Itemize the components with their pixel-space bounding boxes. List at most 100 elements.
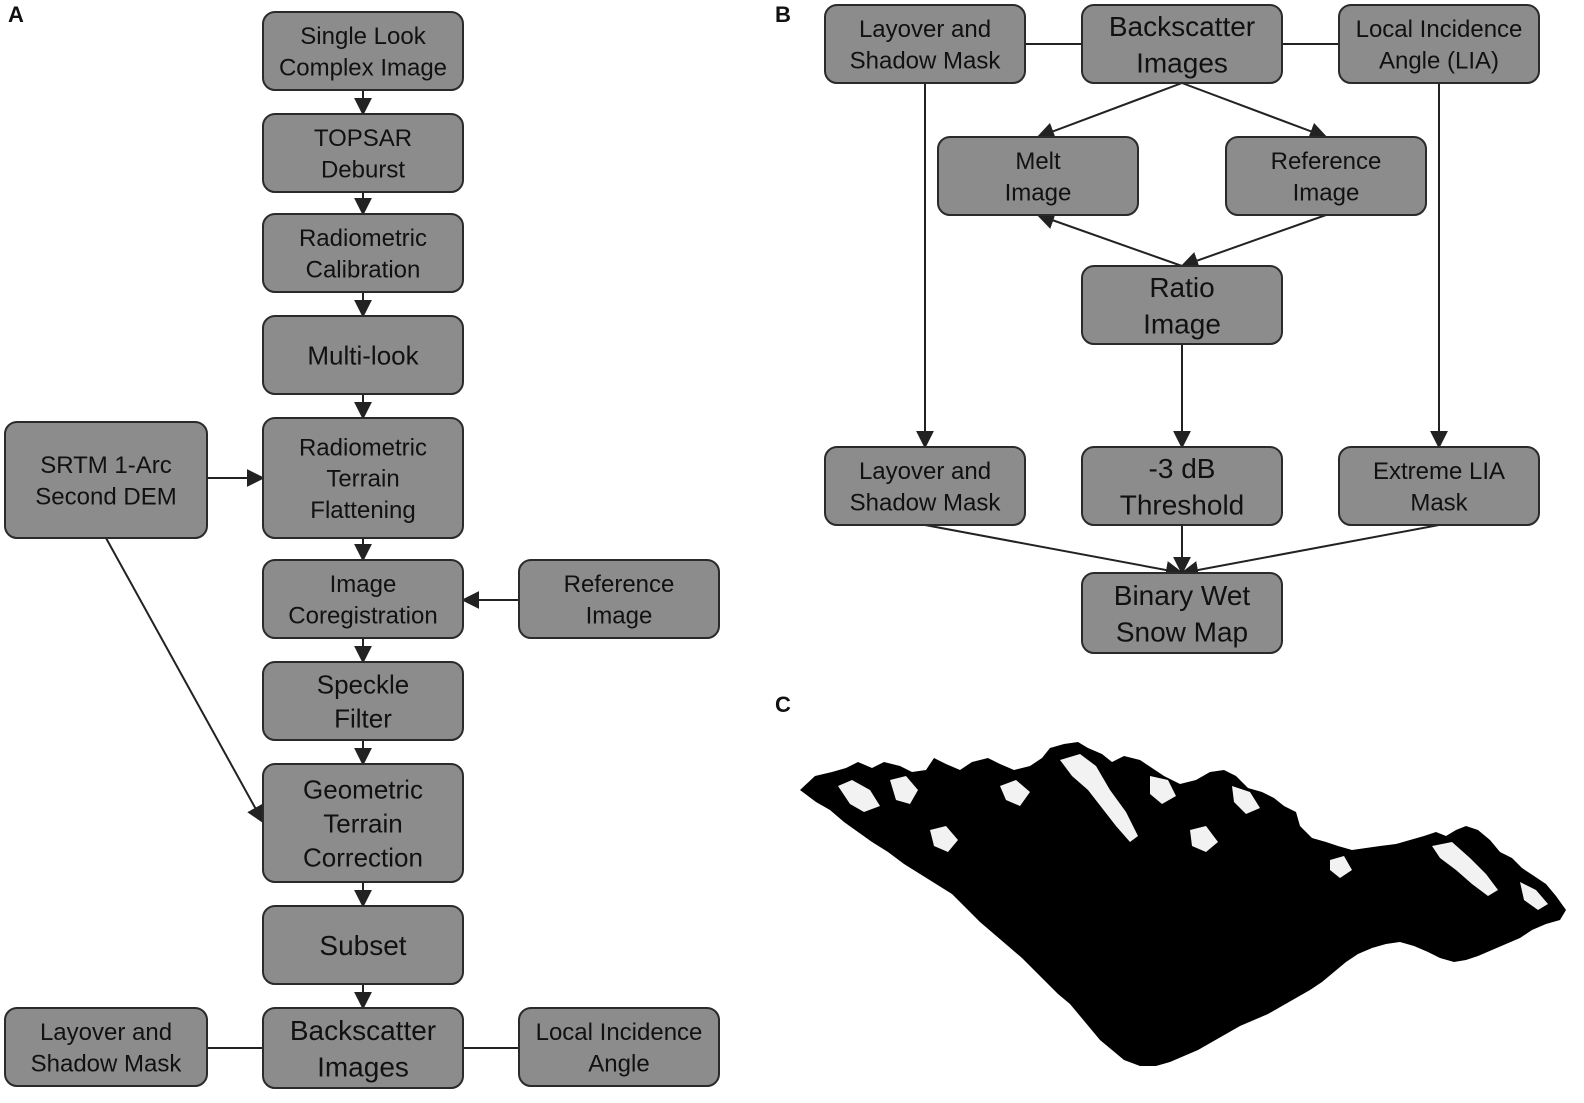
panel-a-node-label: Speckle: [317, 670, 410, 700]
panel-b-node-label: Shadow Mask: [850, 489, 1002, 516]
panel-a-node-label: Reference: [564, 571, 675, 598]
panel-a-node-box: [262, 905, 464, 985]
panel-a-node-box: [262, 1007, 464, 1089]
panel-a-node-label: Coregistration: [288, 602, 437, 629]
panel-b-node-box: [1338, 446, 1540, 526]
panel-a-node-label: Angle: [588, 1050, 649, 1077]
snow-patch: [1150, 776, 1176, 804]
panel-a-node-label: TOPSAR: [314, 125, 412, 152]
binary-wet-snow-map: [800, 742, 1566, 1066]
snow-patch: [838, 780, 880, 812]
panel-a-node-label: Filter: [334, 703, 392, 733]
snow-patch: [1060, 754, 1138, 842]
panel-a-node-label: Radiometric: [299, 225, 427, 252]
panel-a-node-label: Image: [330, 571, 397, 598]
panel-b-node-label: Angle (LIA): [1379, 47, 1499, 74]
panel-a-node-label: SRTM 1-Arc: [40, 452, 172, 479]
panel-a-node-label: Flattening: [310, 497, 415, 524]
panel-a-node-label: Shadow Mask: [31, 1050, 183, 1077]
panel-b-node-box: [1338, 4, 1540, 84]
panel-a-node-label: Terrain: [326, 466, 399, 493]
panel-a-edge-srtm-to-gtc: [105, 537, 264, 824]
panel-b-node-box: [1081, 446, 1283, 526]
panel-b-node-label: Local Incidence: [1356, 16, 1523, 43]
panel-b-node-label: Image: [1293, 179, 1360, 206]
panel-a-node-label: Second DEM: [35, 483, 176, 510]
panel-a-node-label: Local Incidence: [536, 1019, 703, 1046]
panel-a-node-label: Correction: [303, 842, 423, 872]
panel-a-node-label: Terrain: [323, 808, 402, 838]
panel-b-node-label: -3 dB: [1149, 453, 1216, 484]
snow-patch: [1190, 826, 1218, 852]
panel-a-node-subset: Subset: [262, 905, 464, 985]
panel-b-node-box: [1225, 136, 1427, 216]
panel-b-node-label: Layover and: [859, 16, 991, 43]
panel-b-node-label: Melt: [1015, 148, 1061, 175]
panel-b-node-label: Snow Map: [1116, 616, 1248, 647]
snow-patch: [930, 826, 958, 852]
panel-letter-c: C: [775, 692, 791, 717]
snow-patch: [890, 776, 918, 804]
panel-b-node-label: Images: [1136, 47, 1228, 78]
snow-patch: [1000, 780, 1030, 806]
panel-b-node-label: Image: [1005, 179, 1072, 206]
panel-b-node-box: [1081, 265, 1283, 345]
panel-b-node-box: [1081, 572, 1283, 654]
panel-b-edge-b_ref-to-b_ratio: [1180, 214, 1327, 270]
panel-b-node-box: [937, 136, 1139, 216]
panel-a-node-box: [262, 661, 464, 741]
panel-a-node-label: Subset: [319, 930, 406, 961]
map-silhouette: [800, 742, 1566, 1066]
panel-a-node-box: [4, 421, 208, 539]
panel-b-edge-b_layover_mask-to-b_binary: [924, 524, 1184, 579]
panel-a-node-box: [262, 763, 464, 883]
snow-patch: [1232, 786, 1260, 814]
panel-a-node-deburst: TOPSAR Deburst: [262, 113, 464, 193]
panel-b-node-b_threshold: -3 dB Threshold: [1081, 446, 1283, 526]
panel-b-node-label: Mask: [1410, 489, 1468, 516]
panel-a-node-label: Deburst: [321, 156, 405, 183]
panel-letter-a: A: [8, 2, 24, 27]
panel-a-node-label: Geometric: [303, 775, 423, 805]
panel-b-node-label: Backscatter: [1109, 11, 1255, 42]
panel-b-edge-b_ratio-to-b_melt: [1036, 211, 1183, 267]
panel-a-node-multilook: Multi-look: [262, 315, 464, 395]
panel-b-node-box: [824, 446, 1026, 526]
panel-a-node-box: [518, 559, 720, 639]
panel-b-node-label: Shadow Mask: [850, 47, 1002, 74]
panel-b-node-label: Image: [1143, 308, 1221, 339]
panel-a-node-label: Single Look: [300, 23, 426, 50]
panel-a-node-box: [262, 417, 464, 539]
panel-a-node-label: Image: [586, 602, 653, 629]
panel-letter-b: B: [775, 2, 791, 27]
panel-a-node-box: [262, 213, 464, 293]
snow-patch: [1432, 842, 1498, 896]
panel-b-node-label: Ratio: [1149, 272, 1214, 303]
panel-b-node-label: Threshold: [1120, 489, 1245, 520]
panel-b-node-box: [1081, 4, 1283, 84]
panel-b-node-label: Binary Wet: [1114, 580, 1251, 611]
snow-patch: [1520, 882, 1548, 910]
edges-layer: [105, 43, 1448, 1049]
panel-b-edge-b_backscatter-to-b_ref: [1181, 82, 1328, 140]
snow-patch: [1330, 856, 1352, 878]
